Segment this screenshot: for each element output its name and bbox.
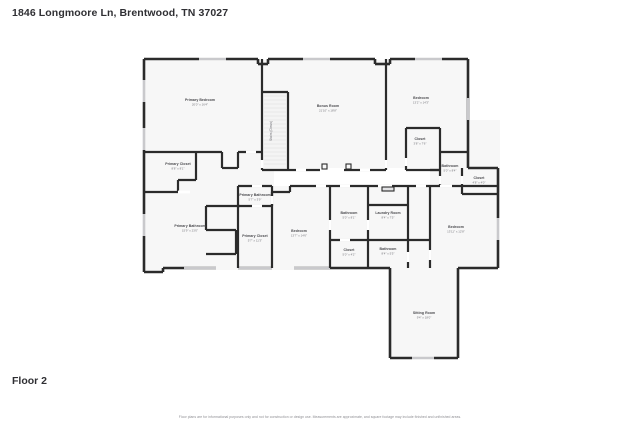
room-name: Bathroom <box>442 164 459 168</box>
room-name: Primary Closet <box>242 234 268 238</box>
stairs: Stairs (Down) <box>264 92 286 170</box>
door-openings <box>178 150 464 262</box>
room-label-primary-closet-upper: Primary Closet 8'8" x 8'1" <box>165 162 191 171</box>
room-dimensions: 9'4" x 18'0" <box>417 316 432 320</box>
room-dimensions: 8'4" x 7'5" <box>382 216 395 220</box>
stairs-label: Stairs (Down) <box>269 121 273 141</box>
room-label-primary-closet-lower: Primary Closet 5'7" x 11'3" <box>242 234 268 243</box>
room-name: Bedroom <box>291 229 307 233</box>
room-label-sitting-room: Sitting Room 9'4" x 18'0" <box>413 311 435 320</box>
disclaimer-text: Floor plans are for informational purpos… <box>178 415 462 419</box>
room-dimensions: 13'11" x 12'8" <box>447 230 465 234</box>
room-name: Bedroom <box>448 225 464 229</box>
room-name: Primary Bathroom <box>174 224 205 228</box>
room-label-primary-bedroom: Primary Bedroom 20'0" x 16'4" <box>185 98 215 107</box>
room-name: Bathroom <box>341 211 358 215</box>
room-dimensions: 15'9" x 23'0" <box>182 229 198 233</box>
room-name: Primary Bathroom <box>239 193 270 197</box>
room-dimensions: 5'0" x 4'2" <box>343 253 356 257</box>
room-dimensions: 21'10" x 18'8" <box>319 109 337 113</box>
room-name: Primary Bedroom <box>185 98 215 102</box>
room-dimensions: 13'7" x 14'6" <box>291 234 307 238</box>
room-name: Closet <box>344 248 356 252</box>
room-dimensions: 8'4" x 5'5" <box>382 252 395 256</box>
room-label-laundry-room: Laundry Room 8'4" x 7'5" <box>375 211 400 220</box>
room-dimensions: 5'7" x 11'3" <box>248 239 262 243</box>
room-dimensions: 5'0" x 8'4" <box>444 169 457 173</box>
room-labels: Primary Bedroom 20'0" x 16'4" Bonus Room… <box>165 96 485 320</box>
room-dimensions: 13'2" x 14'3" <box>413 101 429 105</box>
room-label-closet-center: Closet 5'0" x 4'2" <box>343 248 356 257</box>
room-label-bedroom-right: Bedroom 13'11" x 12'8" <box>447 225 465 234</box>
room-label-bedroom-upper-right: Bedroom 13'2" x 14'3" <box>413 96 429 105</box>
room-label-primary-bathroom: Primary Bathroom 15'9" x 23'0" <box>174 224 205 233</box>
room-dimensions: 20'0" x 16'4" <box>192 103 208 107</box>
windows <box>142 57 500 360</box>
room-name: Sitting Room <box>413 311 435 315</box>
floor-fill-group <box>144 60 500 358</box>
floor-label: Floor 2 <box>12 375 48 387</box>
room-label-bedroom-center: Bedroom 13'7" x 14'6" <box>291 229 307 238</box>
room-dimensions: 3'8" x 7'6" <box>414 142 427 146</box>
room-dimensions: 5'7" x 3'9" <box>249 198 262 202</box>
room-name: Bathroom <box>380 247 397 251</box>
room-name: Closet <box>415 137 427 141</box>
page-title: 1846 Longmoore Ln, Brentwood, TN 37027 <box>12 7 229 19</box>
room-label-closet-upper-right: Closet 3'8" x 7'6" <box>414 137 427 146</box>
room-name: Laundry Room <box>375 211 400 215</box>
room-label-closet-far-right: Closet 4'8" x 4'0" <box>473 176 486 185</box>
room-dimensions: 5'0" x 8'1" <box>343 216 356 220</box>
room-name: Closet <box>474 176 486 180</box>
room-name: Primary Closet <box>165 162 191 166</box>
fixtures <box>321 163 395 192</box>
room-label-primary-bathroom-small: Primary Bathroom 5'7" x 3'9" <box>239 193 270 202</box>
room-label-bathroom-center: Bathroom 5'0" x 8'1" <box>341 211 358 220</box>
room-dimensions: 8'8" x 8'1" <box>172 167 185 171</box>
room-label-bathroom-right: Bathroom 5'0" x 8'4" <box>442 164 459 173</box>
room-name: Bonus Room <box>317 104 339 108</box>
room-dimensions: 4'8" x 4'0" <box>473 181 486 185</box>
room-label-bonus-room: Bonus Room 21'10" x 18'8" <box>317 104 339 113</box>
room-label-bathroom-lower: Bathroom 8'4" x 5'5" <box>380 247 397 256</box>
room-name: Bedroom <box>413 96 429 100</box>
